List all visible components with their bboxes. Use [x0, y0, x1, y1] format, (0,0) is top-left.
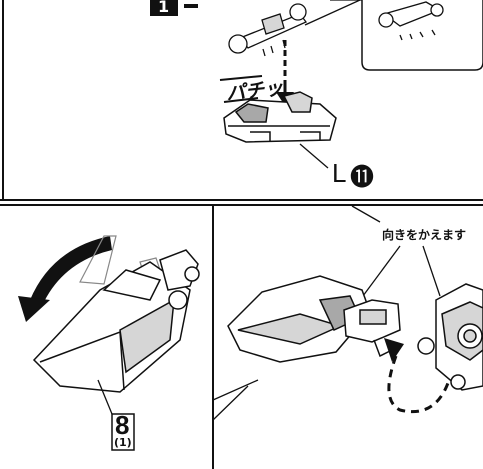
joint-block-drawing — [417, 283, 483, 391]
dashed-motion-path — [387, 355, 454, 414]
block-part-drawing — [223, 91, 337, 143]
part-number-sub: (1) — [114, 436, 132, 449]
step-number-box — [150, 0, 178, 16]
part-number-leader — [97, 379, 113, 415]
part-leader-line — [299, 143, 329, 169]
insert-direction-arrow — [384, 338, 404, 362]
orientation-callout-lines — [351, 205, 441, 301]
joint-part-drawing — [228, 3, 308, 57]
part-number-box — [111, 413, 135, 451]
part-number-large: 8 — [115, 410, 130, 440]
orientation-callout-text: 向きをかえます — [382, 228, 467, 242]
step-number: 1 — [158, 0, 170, 16]
callout-part-drawing — [378, 1, 444, 41]
bottom-callout-notch — [212, 379, 259, 421]
part-index-circle: ⓫ — [350, 163, 374, 191]
shoulder-armor-drawing — [32, 249, 200, 393]
part-id-letter: L — [332, 158, 347, 188]
step-dash — [184, 4, 198, 8]
armor-side-view-drawing — [227, 275, 401, 363]
rotate-arrow — [18, 236, 112, 322]
snap-effect-lines — [219, 75, 263, 103]
